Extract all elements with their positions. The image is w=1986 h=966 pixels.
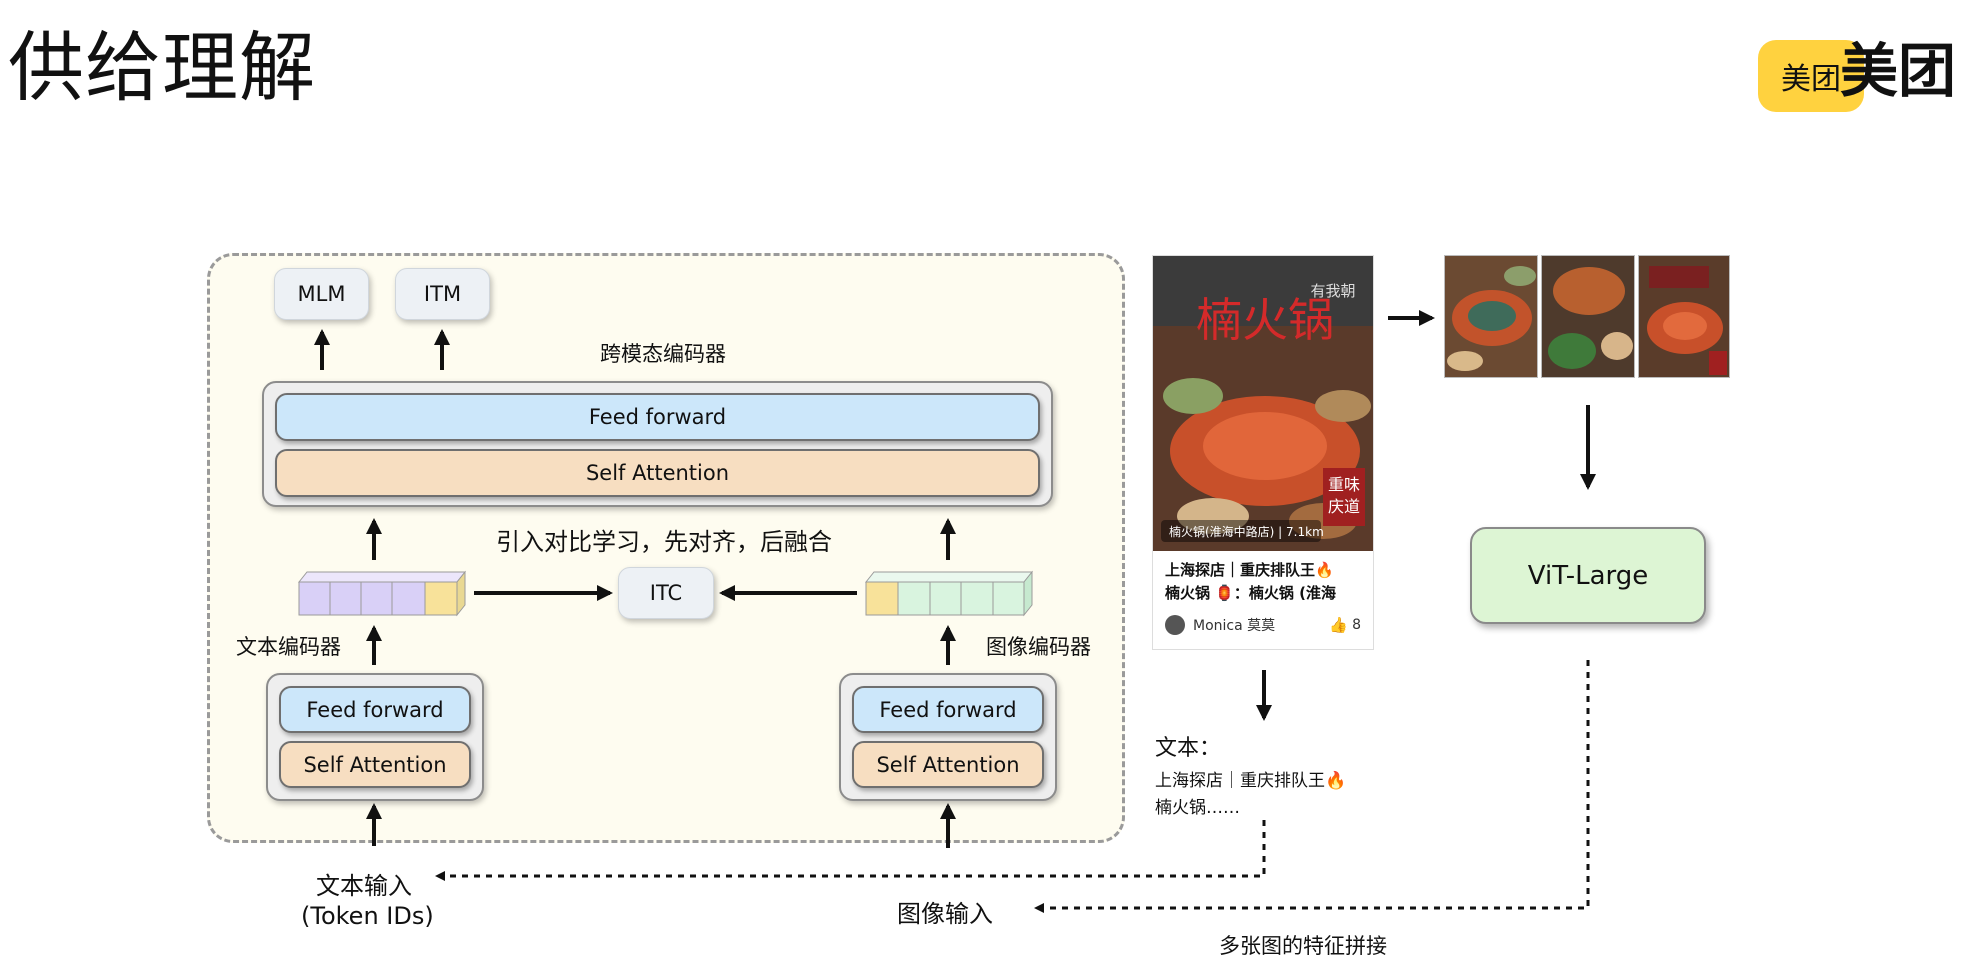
thumbs-up-icon: 👍 — [1329, 616, 1349, 634]
cross-modal-encoder-label: 跨模态编码器 — [600, 342, 726, 366]
thumbnail-2 — [1541, 255, 1635, 378]
itm-label: ITM — [423, 282, 462, 306]
post-overlay-title: 楠火锅 — [1196, 293, 1334, 347]
text-feed-forward: Feed forward — [279, 686, 471, 733]
mlm-head: MLM — [274, 268, 369, 320]
mlm-label: MLM — [297, 282, 346, 306]
text-encoder-label: 文本编码器 — [236, 635, 341, 659]
itc-node: ITC — [618, 567, 714, 619]
cross-sa-label: Self Attention — [585, 461, 730, 485]
thumbnail-1 — [1444, 255, 1538, 378]
contrastive-note: 引入对比学习，先对齐，后融合 — [496, 528, 832, 556]
meituan-logo-text: 美团 — [1840, 37, 1957, 105]
image-input-label: 图像输入 — [897, 900, 993, 928]
token-ids-label: (Token IDs) — [301, 902, 434, 930]
image-encoder-label: 图像编码器 — [986, 635, 1091, 659]
thumbnail-3 — [1638, 255, 1730, 378]
image-sa-label: Self Attention — [876, 752, 1020, 777]
text-self-attention: Self Attention — [279, 741, 471, 788]
image-ff-label: Feed forward — [879, 697, 1017, 722]
text-extract-line1: 上海探店｜重庆排队王🔥 — [1155, 771, 1347, 791]
post-sign-text: 有我朝 — [1310, 282, 1355, 300]
vit-label: ViT-Large — [1527, 560, 1649, 591]
image-token-stack — [864, 570, 1034, 617]
post-caption-line2: 楠火锅 🏮：楠火锅 (淮海 — [1165, 584, 1336, 602]
text-extract-line2: 楠火锅…… — [1155, 798, 1240, 818]
post-card: 楠火锅 重味 庆道 有我朝 楠火锅(淮海中路店) | 7.1km 上海探店｜重庆… — [1152, 255, 1374, 650]
feature-concat-label: 多张图的特征拼接 — [1219, 934, 1387, 958]
post-photo: 楠火锅 重味 庆道 有我朝 楠火锅(淮海中路店) | 7.1km — [1153, 256, 1373, 551]
cross-self-attention: Self Attention — [275, 449, 1040, 497]
meituan-logo-badge: 美团 — [1758, 40, 1864, 112]
itc-label: ITC — [649, 581, 683, 605]
post-author: Monica 莫莫 — [1193, 618, 1276, 634]
post-stamp-line1: 重味 — [1328, 475, 1360, 494]
avatar — [1165, 615, 1185, 635]
dashed-vit-to-image-input — [1034, 660, 1590, 913]
post-likes: 8 — [1352, 617, 1361, 633]
post-meta: Monica 莫莫 👍 8 — [1153, 605, 1373, 635]
image-self-attention: Self Attention — [852, 741, 1044, 788]
image-feed-forward: Feed forward — [852, 686, 1044, 733]
cross-feed-forward: Feed forward — [275, 393, 1040, 441]
post-location: 楠火锅(淮海中路店) | 7.1km — [1169, 524, 1324, 539]
dashed-text-to-input — [435, 820, 1266, 881]
text-token-stack — [297, 570, 467, 617]
cross-ff-label: Feed forward — [588, 405, 727, 429]
logo-badge-text: 美团 — [1781, 62, 1841, 97]
post-stamp-line2: 庆道 — [1328, 497, 1360, 516]
text-input-label: 文本输入 — [316, 872, 412, 900]
itm-head: ITM — [395, 268, 490, 320]
post-caption-line1: 上海探店｜重庆排队王🔥 — [1165, 561, 1334, 579]
text-extract-heading: 文本： — [1155, 736, 1222, 761]
text-sa-label: Self Attention — [303, 752, 447, 777]
text-ff-label: Feed forward — [306, 697, 444, 722]
vit-large-node: ViT-Large — [1470, 527, 1706, 624]
post-caption: 上海探店｜重庆排队王🔥 楠火锅 🏮：楠火锅 (淮海 — [1153, 551, 1373, 605]
page-title: 供给理解 — [8, 23, 316, 112]
